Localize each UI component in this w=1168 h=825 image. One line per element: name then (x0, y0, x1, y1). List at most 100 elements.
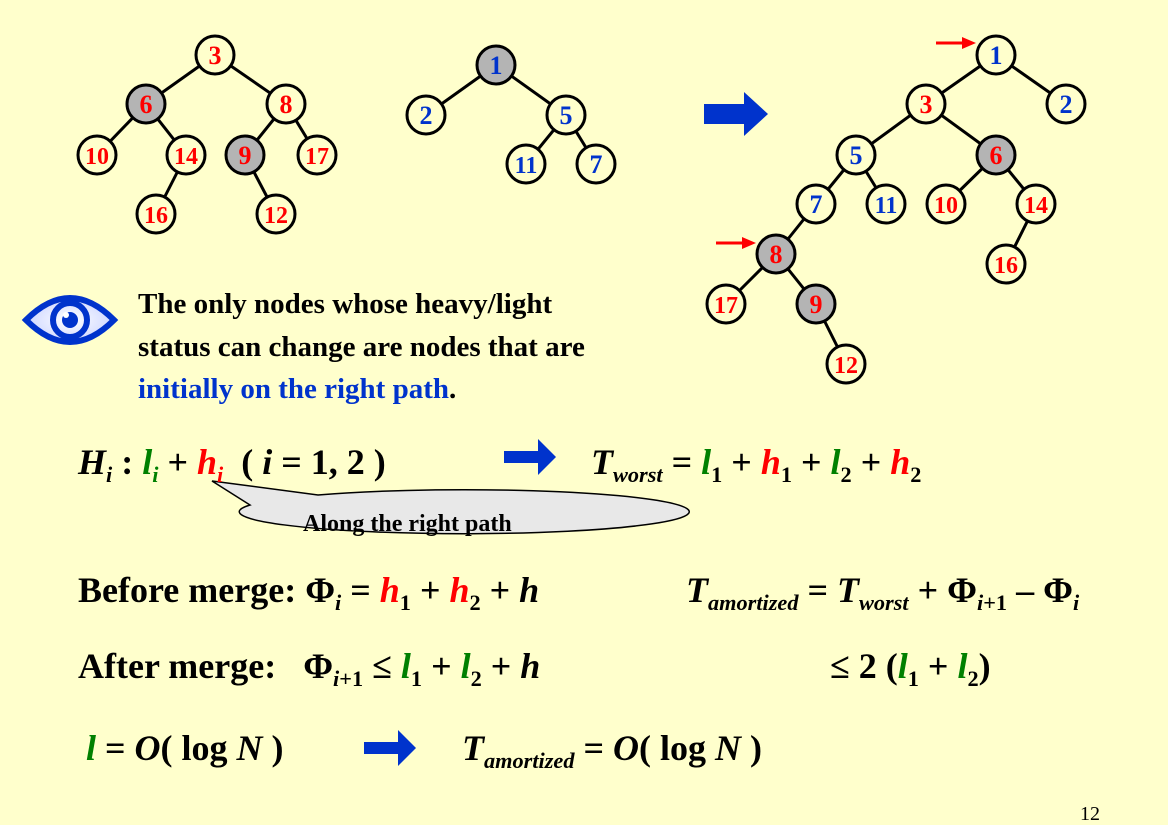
node-circle (255, 193, 297, 235)
node-circle (505, 143, 547, 185)
heap-definition: Hi : li + hi ( i = 1, 2 ) (78, 442, 386, 487)
tree-node-result-1: 1 (975, 34, 1017, 76)
callout-label: Along the right path (303, 511, 512, 537)
note-line-2: status can change are nodes that are (138, 331, 585, 363)
node-circle (985, 243, 1027, 285)
tree-node-left-10: 10 (76, 134, 118, 176)
tree-node-result-6: 6 (975, 134, 1017, 176)
node-circle (165, 134, 207, 176)
tree-node-result-8: 8 (755, 233, 797, 275)
node-circle (405, 94, 447, 136)
node-label: 11 (875, 193, 898, 219)
tree-node-left-6: 6 (125, 83, 167, 125)
node-label: 7 (590, 150, 603, 179)
node-label: 12 (264, 203, 288, 229)
node-label: 10 (934, 193, 958, 219)
right-arrow-icon (704, 92, 768, 136)
node-label: 1 (490, 51, 503, 80)
amortized-bound: ≤ 2 (l1 + l2) (830, 646, 991, 691)
node-circle (125, 83, 167, 125)
worst-case-formula: Tworst = l1 + h1 + l2 + h2 (591, 442, 922, 487)
tree-node-result-11: 11 (865, 183, 907, 225)
node-circle (795, 183, 837, 225)
eye-icon (21, 295, 119, 345)
node-label: 1 (990, 41, 1003, 70)
node-circle (475, 44, 517, 86)
after-merge-formula: After merge: Φi+1 ≤ l1 + l2 + h (78, 646, 541, 691)
node-circle (1015, 183, 1057, 225)
node-circle (545, 94, 587, 136)
node-circle (575, 143, 617, 185)
node-circle (865, 183, 907, 225)
node-circle (265, 83, 307, 125)
tree-node-result-12: 12 (825, 343, 867, 385)
node-circle (135, 193, 177, 235)
node-label: 5 (560, 101, 573, 130)
node-label: 2 (1060, 90, 1073, 119)
node-circle (705, 283, 747, 325)
tree-node-result-7: 7 (795, 183, 837, 225)
node-label: 3 (920, 90, 933, 119)
red-pointer-arrow-icon (716, 237, 756, 249)
node-label: 17 (305, 144, 329, 170)
node-label: 2 (420, 101, 433, 130)
node-circle (835, 134, 877, 176)
node-label: 6 (990, 141, 1003, 170)
node-label: 8 (770, 240, 783, 269)
node-circle (795, 283, 837, 325)
note-period: . (449, 373, 457, 405)
node-label: 14 (174, 144, 198, 170)
tree-node-result-14: 14 (1015, 183, 1057, 225)
right-arrow-icon (364, 730, 416, 766)
node-label: 10 (85, 144, 109, 170)
note-line-1: The only nodes whose heavy/light (138, 288, 553, 320)
tree-node-result-9: 9 (795, 283, 837, 325)
node-label: 6 (140, 90, 153, 119)
node-circle (296, 134, 338, 176)
callout-bubble (211, 480, 690, 535)
before-merge-formula: Before merge: Φi = h1 + h2 + h (78, 570, 540, 615)
tree-node-middle-2: 2 (405, 94, 447, 136)
l-complexity: l = O( log N ) (86, 728, 284, 768)
tree-node-left-14: 14 (165, 134, 207, 176)
tree-node-left-16: 16 (135, 193, 177, 235)
tree-node-result-3: 3 (905, 83, 947, 125)
tree-node-left-3: 3 (194, 34, 236, 76)
node-label: 11 (515, 153, 538, 179)
tree-node-left-12: 12 (255, 193, 297, 235)
tree-node-result-5: 5 (835, 134, 877, 176)
tree-node-result-16: 16 (985, 243, 1027, 285)
tree-node-result-2: 2 (1045, 83, 1087, 125)
node-label: 16 (994, 253, 1018, 279)
node-circle (224, 134, 266, 176)
tree-node-middle-7: 7 (575, 143, 617, 185)
tree-node-result-10: 10 (925, 183, 967, 225)
node-label: 9 (239, 141, 252, 170)
node-label: 17 (714, 293, 738, 319)
node-circle (975, 34, 1017, 76)
tree-node-middle-5: 5 (545, 94, 587, 136)
tree-node-middle-11: 11 (505, 143, 547, 185)
tree-node-left-17: 17 (296, 134, 338, 176)
node-circle (76, 134, 118, 176)
node-label: 7 (810, 190, 823, 219)
tree-node-result-17: 17 (705, 283, 747, 325)
page-number: 12 (1080, 803, 1100, 825)
node-label: 14 (1024, 193, 1048, 219)
note-highlight: initially on the right path (138, 373, 449, 405)
node-label: 5 (850, 141, 863, 170)
note-line-3: initially on the right path. (138, 375, 456, 404)
right-arrow-icon (504, 439, 556, 475)
node-circle (975, 134, 1017, 176)
node-label: 3 (209, 41, 222, 70)
tree-node-left-9: 9 (224, 134, 266, 176)
node-label: 16 (144, 203, 168, 229)
node-label: 9 (810, 290, 823, 319)
node-circle (905, 83, 947, 125)
amortized-complexity: Tamortized = O( log N ) (462, 728, 763, 773)
node-label: 12 (834, 353, 858, 379)
node-circle (825, 343, 867, 385)
